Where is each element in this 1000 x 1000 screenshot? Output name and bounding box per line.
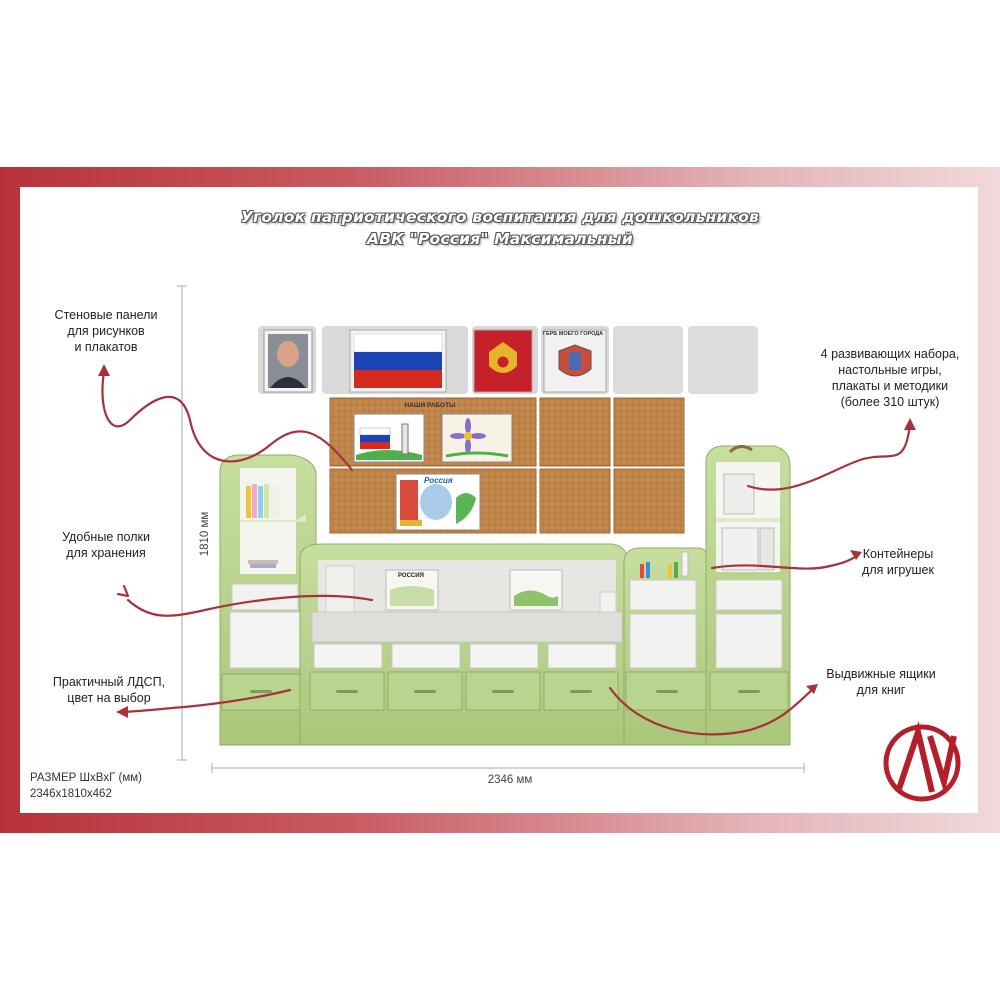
books-on-shelf [246, 484, 280, 518]
height-dimension-line [177, 285, 187, 761]
center-book-unit [299, 543, 629, 746]
title-line-2: АВК "Россия" Максимальный [367, 230, 633, 248]
child-drawing-flag [353, 413, 425, 463]
size-info: РАЗМЕР ШхВхГ (мм) 2346x1810x462 [30, 770, 142, 802]
right-tall-cabinet [705, 445, 791, 746]
arrow-heads [98, 364, 916, 718]
label-ldsp: Практичный ЛДСП, цвет на выбор [52, 675, 166, 705]
pointer-arrows [101, 370, 912, 736]
child-drawing-flower [441, 413, 513, 463]
portrait-image [263, 329, 313, 393]
height-dimension-label: 1810 мм [199, 511, 211, 557]
city-coat-image [543, 329, 607, 393]
label-sets: 4 развивающих набора, настольные игры, п… [820, 347, 960, 409]
pencils [640, 551, 689, 578]
width-dimension-label: 2346 мм [487, 774, 533, 786]
label-wall-panels: Стеновые панели для рисунков и плакатов [54, 308, 158, 354]
right-container-unit [623, 547, 713, 746]
brand-logo [883, 720, 961, 802]
child-drawing-russia-poster [395, 473, 481, 531]
city-coat-caption: ГЕРБ МОЕГО ГОРОДА [542, 331, 604, 337]
size-value: 2346x1810x462 [30, 788, 112, 800]
label-containers: Контейнеры для игрушек [862, 547, 934, 577]
our-works-caption: НАШИ РАБОТЫ [404, 402, 456, 409]
russian-flag-image [349, 329, 447, 393]
size-title: РАЗМЕР ШхВхГ (мм) [30, 772, 142, 784]
label-drawers: Выдвижные ящики для книг [826, 667, 936, 697]
coat-of-arms-image [473, 329, 533, 393]
russia-book-title: РОССИЯ [398, 573, 424, 579]
width-dimension-line [211, 763, 805, 773]
russia-poster-title: Россия [424, 476, 453, 485]
title-line-1: Уголок патриотического воспитания для до… [240, 208, 760, 226]
label-shelves: Удобные полки для хранения [62, 530, 150, 560]
